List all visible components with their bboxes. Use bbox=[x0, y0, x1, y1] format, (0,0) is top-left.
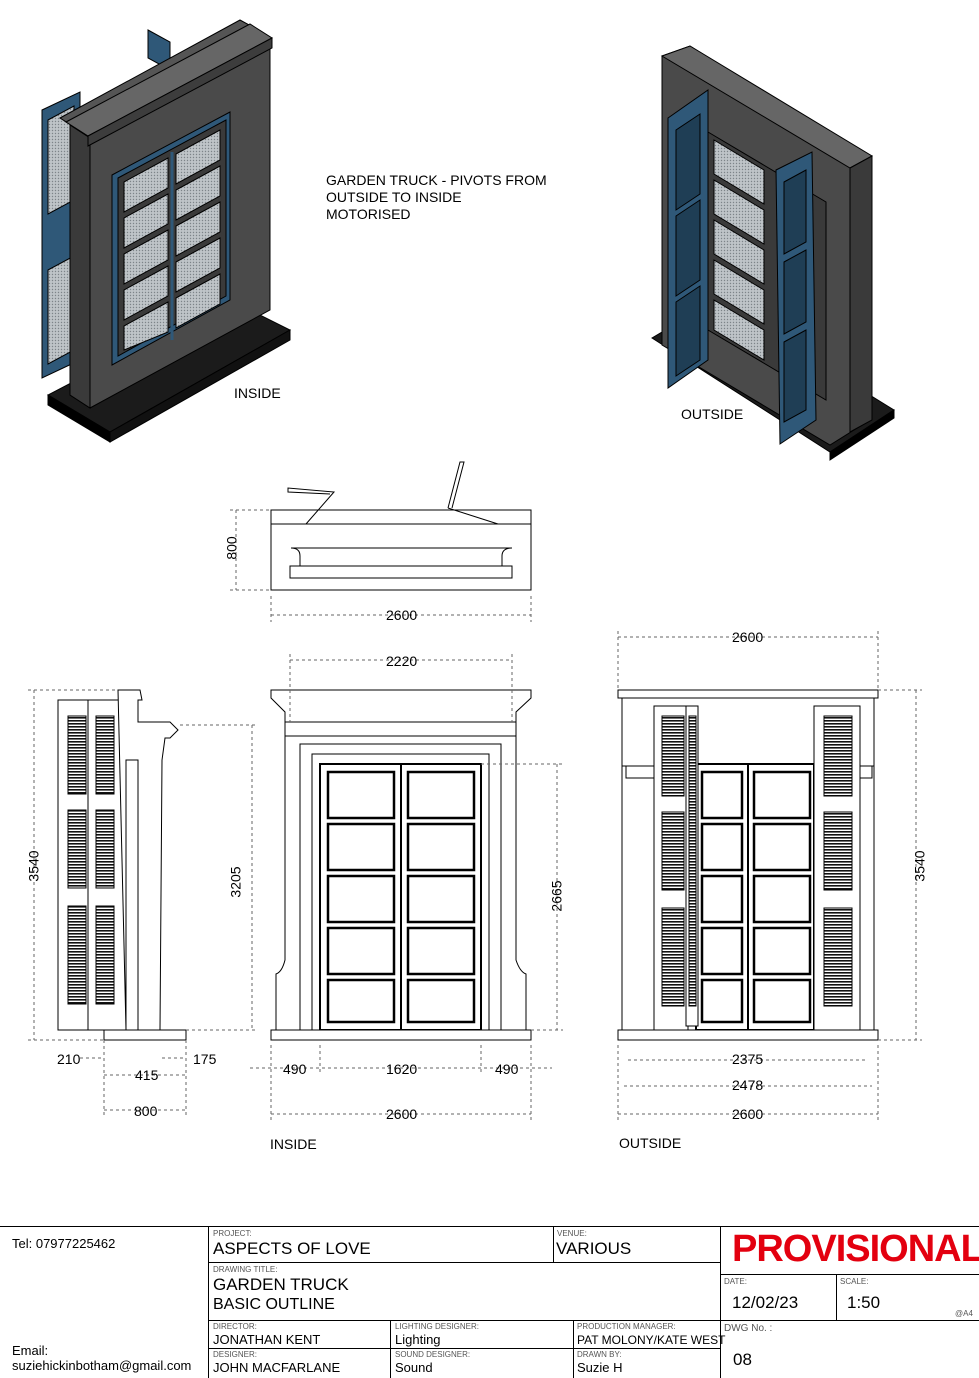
director-name: JONATHAN KENT bbox=[213, 1332, 321, 1347]
drawing-title-line2: BASIC OUTLINE bbox=[213, 1296, 335, 1313]
inside-elevation bbox=[250, 654, 563, 1120]
director-caption: DIRECTOR: bbox=[213, 1322, 257, 1331]
dim-back-height: 3540 bbox=[911, 850, 928, 882]
dim-side-175: 175 bbox=[193, 1051, 217, 1067]
contact-tel: Tel: 07977225462 bbox=[12, 1236, 116, 1251]
outside-elevation bbox=[617, 631, 922, 1120]
dim-front-left: 490 bbox=[283, 1061, 307, 1077]
scale-caption: SCALE: bbox=[840, 1277, 869, 1286]
drawing-date: 12/02/23 bbox=[732, 1293, 799, 1312]
dim-plan-depth: 800 bbox=[223, 536, 240, 560]
dwg-number: 08 bbox=[733, 1350, 752, 1369]
drawing-note: GARDEN TRUCK - PIVOTS FROM OUTSIDE TO IN… bbox=[326, 172, 547, 222]
project-name: ASPECTS OF LOVE bbox=[213, 1239, 371, 1258]
paper-size: @A4 bbox=[955, 1309, 973, 1318]
contact-email: suziehickinbotham@gmail.com bbox=[12, 1358, 192, 1373]
dim-front-total: 2600 bbox=[386, 1106, 418, 1122]
drawing-title-caption: DRAWING TITLE: bbox=[213, 1265, 278, 1274]
designer-name: JOHN MACFARLANE bbox=[213, 1360, 341, 1375]
dim-back-total: 2600 bbox=[732, 1106, 764, 1122]
dim-back-top: 2600 bbox=[732, 629, 764, 645]
title-block: Tel: 07977225462 Email: suziehickinbotha… bbox=[0, 1226, 979, 1378]
iso-outside-view bbox=[651, 45, 895, 461]
production-manager-caption: PRODUCTION MANAGER: bbox=[577, 1322, 676, 1331]
drawn-by-caption: DRAWN BY: bbox=[577, 1350, 622, 1359]
date-caption: DATE: bbox=[724, 1277, 747, 1286]
dim-side-210: 210 bbox=[57, 1051, 81, 1067]
drawing-title-line1: GARDEN TRUCK bbox=[213, 1275, 349, 1294]
view-label-outside-iso: OUTSIDE bbox=[681, 406, 744, 422]
dim-plan-width: 2600 bbox=[386, 607, 418, 623]
dim-side-inner-height: 3205 bbox=[227, 866, 244, 898]
production-manager-name: PAT MOLONY/KATE WEST bbox=[577, 1333, 726, 1347]
designer-caption: DESIGNER: bbox=[213, 1350, 258, 1359]
side-elevation bbox=[28, 689, 258, 1115]
iso-inside-view bbox=[41, 19, 292, 443]
status-stamp: PROVISIONAL bbox=[732, 1228, 979, 1270]
lighting-caption: LIGHTING DESIGNER: bbox=[395, 1322, 480, 1331]
sound-name: Sound bbox=[395, 1360, 433, 1375]
project-caption: PROJECT: bbox=[213, 1229, 252, 1238]
dim-back-2375: 2375 bbox=[732, 1051, 764, 1067]
plan-view bbox=[230, 461, 532, 622]
venue-caption: VENUE: bbox=[557, 1229, 587, 1238]
sound-caption: SOUND DESIGNER: bbox=[395, 1350, 471, 1359]
dim-side-415: 415 bbox=[135, 1067, 159, 1083]
view-label-inside-iso: INSIDE bbox=[234, 385, 281, 401]
dim-back-2478: 2478 bbox=[732, 1077, 764, 1093]
dim-front-mid: 1620 bbox=[386, 1061, 418, 1077]
contact-email-label: Email: bbox=[12, 1343, 49, 1358]
view-label-inside-elevation: INSIDE bbox=[270, 1136, 317, 1152]
drawing-scale: 1:50 bbox=[847, 1293, 881, 1312]
dim-side-height: 3540 bbox=[25, 850, 42, 882]
dim-front-right: 490 bbox=[495, 1061, 519, 1077]
dim-side-800: 800 bbox=[134, 1103, 158, 1119]
dwg-caption: DWG No. : bbox=[724, 1323, 773, 1334]
dim-front-door-height: 2665 bbox=[548, 880, 565, 912]
dim-front-top: 2220 bbox=[386, 653, 418, 669]
venue-name: VARIOUS bbox=[556, 1239, 632, 1258]
drawn-by-name: Suzie H bbox=[577, 1360, 623, 1375]
lighting-name: Lighting bbox=[395, 1332, 441, 1347]
view-label-outside-elevation: OUTSIDE bbox=[619, 1135, 682, 1151]
